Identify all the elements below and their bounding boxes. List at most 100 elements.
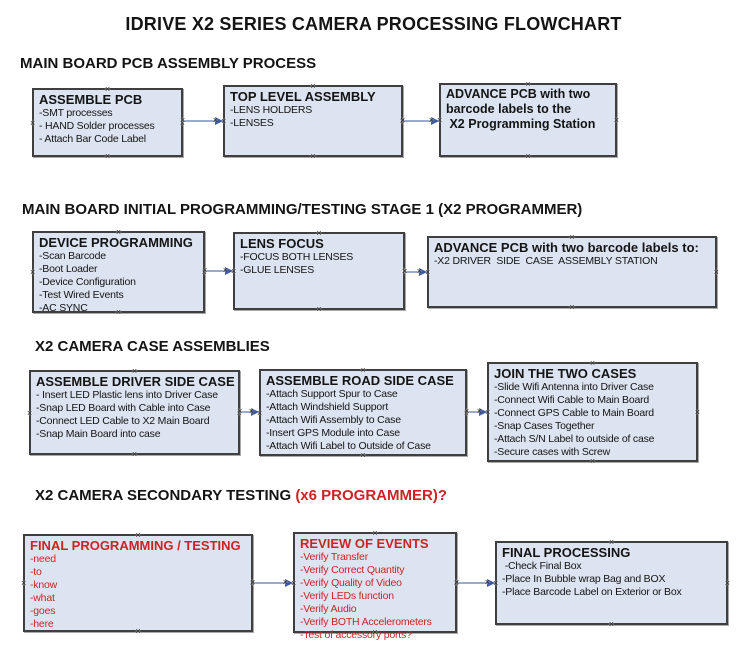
box-line: -LENSES (230, 117, 274, 129)
connection-point-icon: × (525, 151, 531, 161)
arrowhead-right-icon (487, 579, 495, 587)
connection-point-icon: × (724, 578, 730, 588)
box-lines: -Verify Transfer-Verify Correct Quantity… (300, 551, 451, 642)
flow-box-assemble-driver-side-case[interactable]: ASSEMBLE DRIVER SIDE CASE - Insert LED P… (27, 367, 242, 459)
connection-point-icon: × (30, 267, 36, 277)
box-line: -Snap Cases Together (494, 420, 595, 432)
section-header-pcb-assembly: MAIN BOARD PCB ASSEMBLY PROCESS (20, 55, 317, 72)
box-line: X2 Programming Station (446, 117, 596, 131)
box-line: -SMT processes (39, 107, 113, 119)
box-line: -Verify Transfer (300, 551, 368, 563)
arrowhead-right-icon (419, 268, 427, 276)
flow-box-lens-focus[interactable]: LENS FOCUS -FOCUS BOTH LENSES-GLUE LENSE… (231, 229, 407, 314)
box-line: -GLUE LENSES (240, 264, 315, 276)
box-line: -Attach Support Spur to Case (266, 388, 398, 400)
box-line: -Verify Quality of Video (300, 577, 402, 589)
box-title: TOP LEVEL ASSEMBLY (230, 89, 376, 104)
flow-box-advance-pcb-to-case-assembly[interactable]: ADVANCE PCB with two barcode labels to: … (425, 233, 719, 312)
flow-connector-4[interactable]: ×× (402, 267, 427, 277)
connection-point-icon: × (21, 578, 27, 588)
box-line: -Verify LEDs function (300, 590, 394, 602)
box-line: -Attach S/N Label to outside of case (494, 433, 655, 445)
flow-box-device-programming[interactable]: DEVICE PROGRAMMING -Scan Barcode-Boot Lo… (30, 228, 207, 317)
box-title: FINAL PROCESSING (502, 545, 631, 560)
flow-connector-8[interactable]: ×× (454, 578, 495, 588)
arrowhead-right-icon (251, 408, 259, 416)
box-lines: -FOCUS BOTH LENSES-GLUE LENSES (240, 251, 399, 277)
box-title: DEVICE PROGRAMMING (39, 235, 193, 250)
box-line: -Verify BOTH Accelerometers (300, 616, 432, 628)
box-line: -know (30, 579, 58, 591)
flow-box-assemble-road-side-case[interactable]: ASSEMBLE ROAD SIDE CASE -Attach Support … (257, 366, 469, 460)
connector-line (406, 271, 420, 273)
connection-point-icon: × (613, 115, 619, 125)
box-line: -Device Configuration (39, 276, 136, 288)
box-line: -AC SYNC (39, 302, 88, 314)
section-header-initial-programming: MAIN BOARD INITIAL PROGRAMMING/TESTING S… (22, 201, 583, 218)
box-line: -Place In Bubble wrap Bag and BOX (502, 573, 666, 585)
box-line: -X2 DRIVER SIDE CASE ASSEMBLY STATION (434, 255, 658, 267)
box-line: -Snap LED Board with Cable into Case (36, 402, 211, 414)
box-title: ADVANCE PCB with two barcode labels to: (434, 240, 699, 255)
box-title: LENS FOCUS (240, 236, 324, 251)
box-line: -Attach Wifi Assembly to Case (266, 414, 401, 426)
flow-connector-6[interactable]: ×× (464, 407, 487, 417)
flow-box-top-level-assembly[interactable]: TOP LEVEL ASSEMBLY -LENS HOLDERS-LENSES … (221, 82, 405, 161)
box-line: -Boot Loader (39, 263, 98, 275)
flow-box-review-of-events[interactable]: REVIEW OF EVENTS -Verify Transfer-Verify… (291, 529, 459, 642)
arrowhead-right-icon (479, 408, 487, 416)
section-header-secondary-testing: X2 CAMERA SECONDARY TESTING (x6 PROGRAMM… (35, 487, 447, 504)
box-line: -need (30, 553, 56, 565)
connection-point-icon: × (131, 449, 138, 459)
connector-line (468, 411, 480, 413)
box-line: -FOCUS BOTH LENSES (240, 251, 354, 263)
box-lines: -LENS HOLDERS-LENSES (230, 104, 397, 130)
flow-connector-2[interactable]: ×× (400, 116, 439, 126)
box-line: -Check Final Box (502, 560, 582, 572)
arrowhead-right-icon (431, 117, 439, 125)
box-line: -Test of accessory ports? (300, 629, 412, 641)
flow-connector-1[interactable]: ×× (180, 116, 223, 126)
box-line: -Connect Wifi Cable to Main Board (494, 394, 650, 406)
flow-box-final-programming-testing[interactable]: FINAL PROGRAMMING / TESTING -need-to-kno… (21, 531, 255, 636)
connector-line (458, 582, 488, 584)
box-lines: -SMT processes- HAND Solder processes- A… (39, 107, 177, 146)
section-header-secondary-testing-text: X2 CAMERA SECONDARY TESTING (35, 487, 296, 504)
box-line: -Slide Wifi Antenna into Driver Case (494, 381, 654, 393)
box-line: -Attach Wifi Label to Outside of Case (266, 440, 431, 452)
connector-line (404, 120, 432, 122)
connector-line (206, 270, 226, 272)
box-title: JOIN THE TWO CASES (494, 366, 637, 381)
flow-connector-3[interactable]: ×× (202, 266, 233, 276)
connector-line (184, 120, 216, 122)
section-header-case-assemblies: X2 CAMERA CASE ASSEMBLIES (35, 338, 270, 355)
section-header-programmer-note: (x6 PROGRAMMER)? (295, 487, 447, 504)
box-lines: -Attach Support Spur to Case-Attach Wind… (266, 388, 461, 453)
box-lines: -Slide Wifi Antenna into Driver Case-Con… (494, 381, 692, 459)
connection-point-icon: × (27, 407, 33, 418)
connection-point-icon: × (316, 304, 322, 314)
connector-line (241, 411, 252, 413)
box-lines: -X2 DRIVER SIDE CASE ASSEMBLY STATION (434, 255, 711, 268)
connection-point-icon: × (713, 267, 719, 277)
box-line: -Secure cases with Screw (494, 446, 610, 458)
arrowhead-right-icon (225, 267, 233, 275)
flow-box-assemble-pcb[interactable]: ASSEMBLE PCB -SMT processes- HAND Solder… (30, 85, 185, 161)
box-line: -goes (30, 605, 56, 617)
flow-connector-7[interactable]: ×× (250, 578, 293, 588)
box-title: ASSEMBLE PCB (39, 92, 143, 107)
flow-box-final-processing[interactable]: FINAL PROCESSING -Check Final Box-Place … (493, 538, 730, 629)
arrowhead-right-icon (285, 579, 293, 587)
box-line: -Place Barcode Label on Exterior or Box (502, 586, 682, 598)
box-line: barcode labels to the (446, 102, 572, 116)
connection-point-icon: × (310, 151, 316, 161)
flow-box-join-the-two-cases[interactable]: JOIN THE TWO CASES -Slide Wifi Antenna i… (485, 359, 700, 466)
flow-connector-5[interactable]: ×× (237, 407, 259, 417)
box-lines: - Insert LED Plastic lens into Driver Ca… (36, 389, 234, 441)
connection-point-icon: × (608, 619, 615, 629)
box-title: FINAL PROGRAMMING / TESTING (30, 538, 241, 553)
box-title: REVIEW OF EVENTS (300, 536, 429, 551)
box-line: -Test Wired Events (39, 289, 124, 301)
